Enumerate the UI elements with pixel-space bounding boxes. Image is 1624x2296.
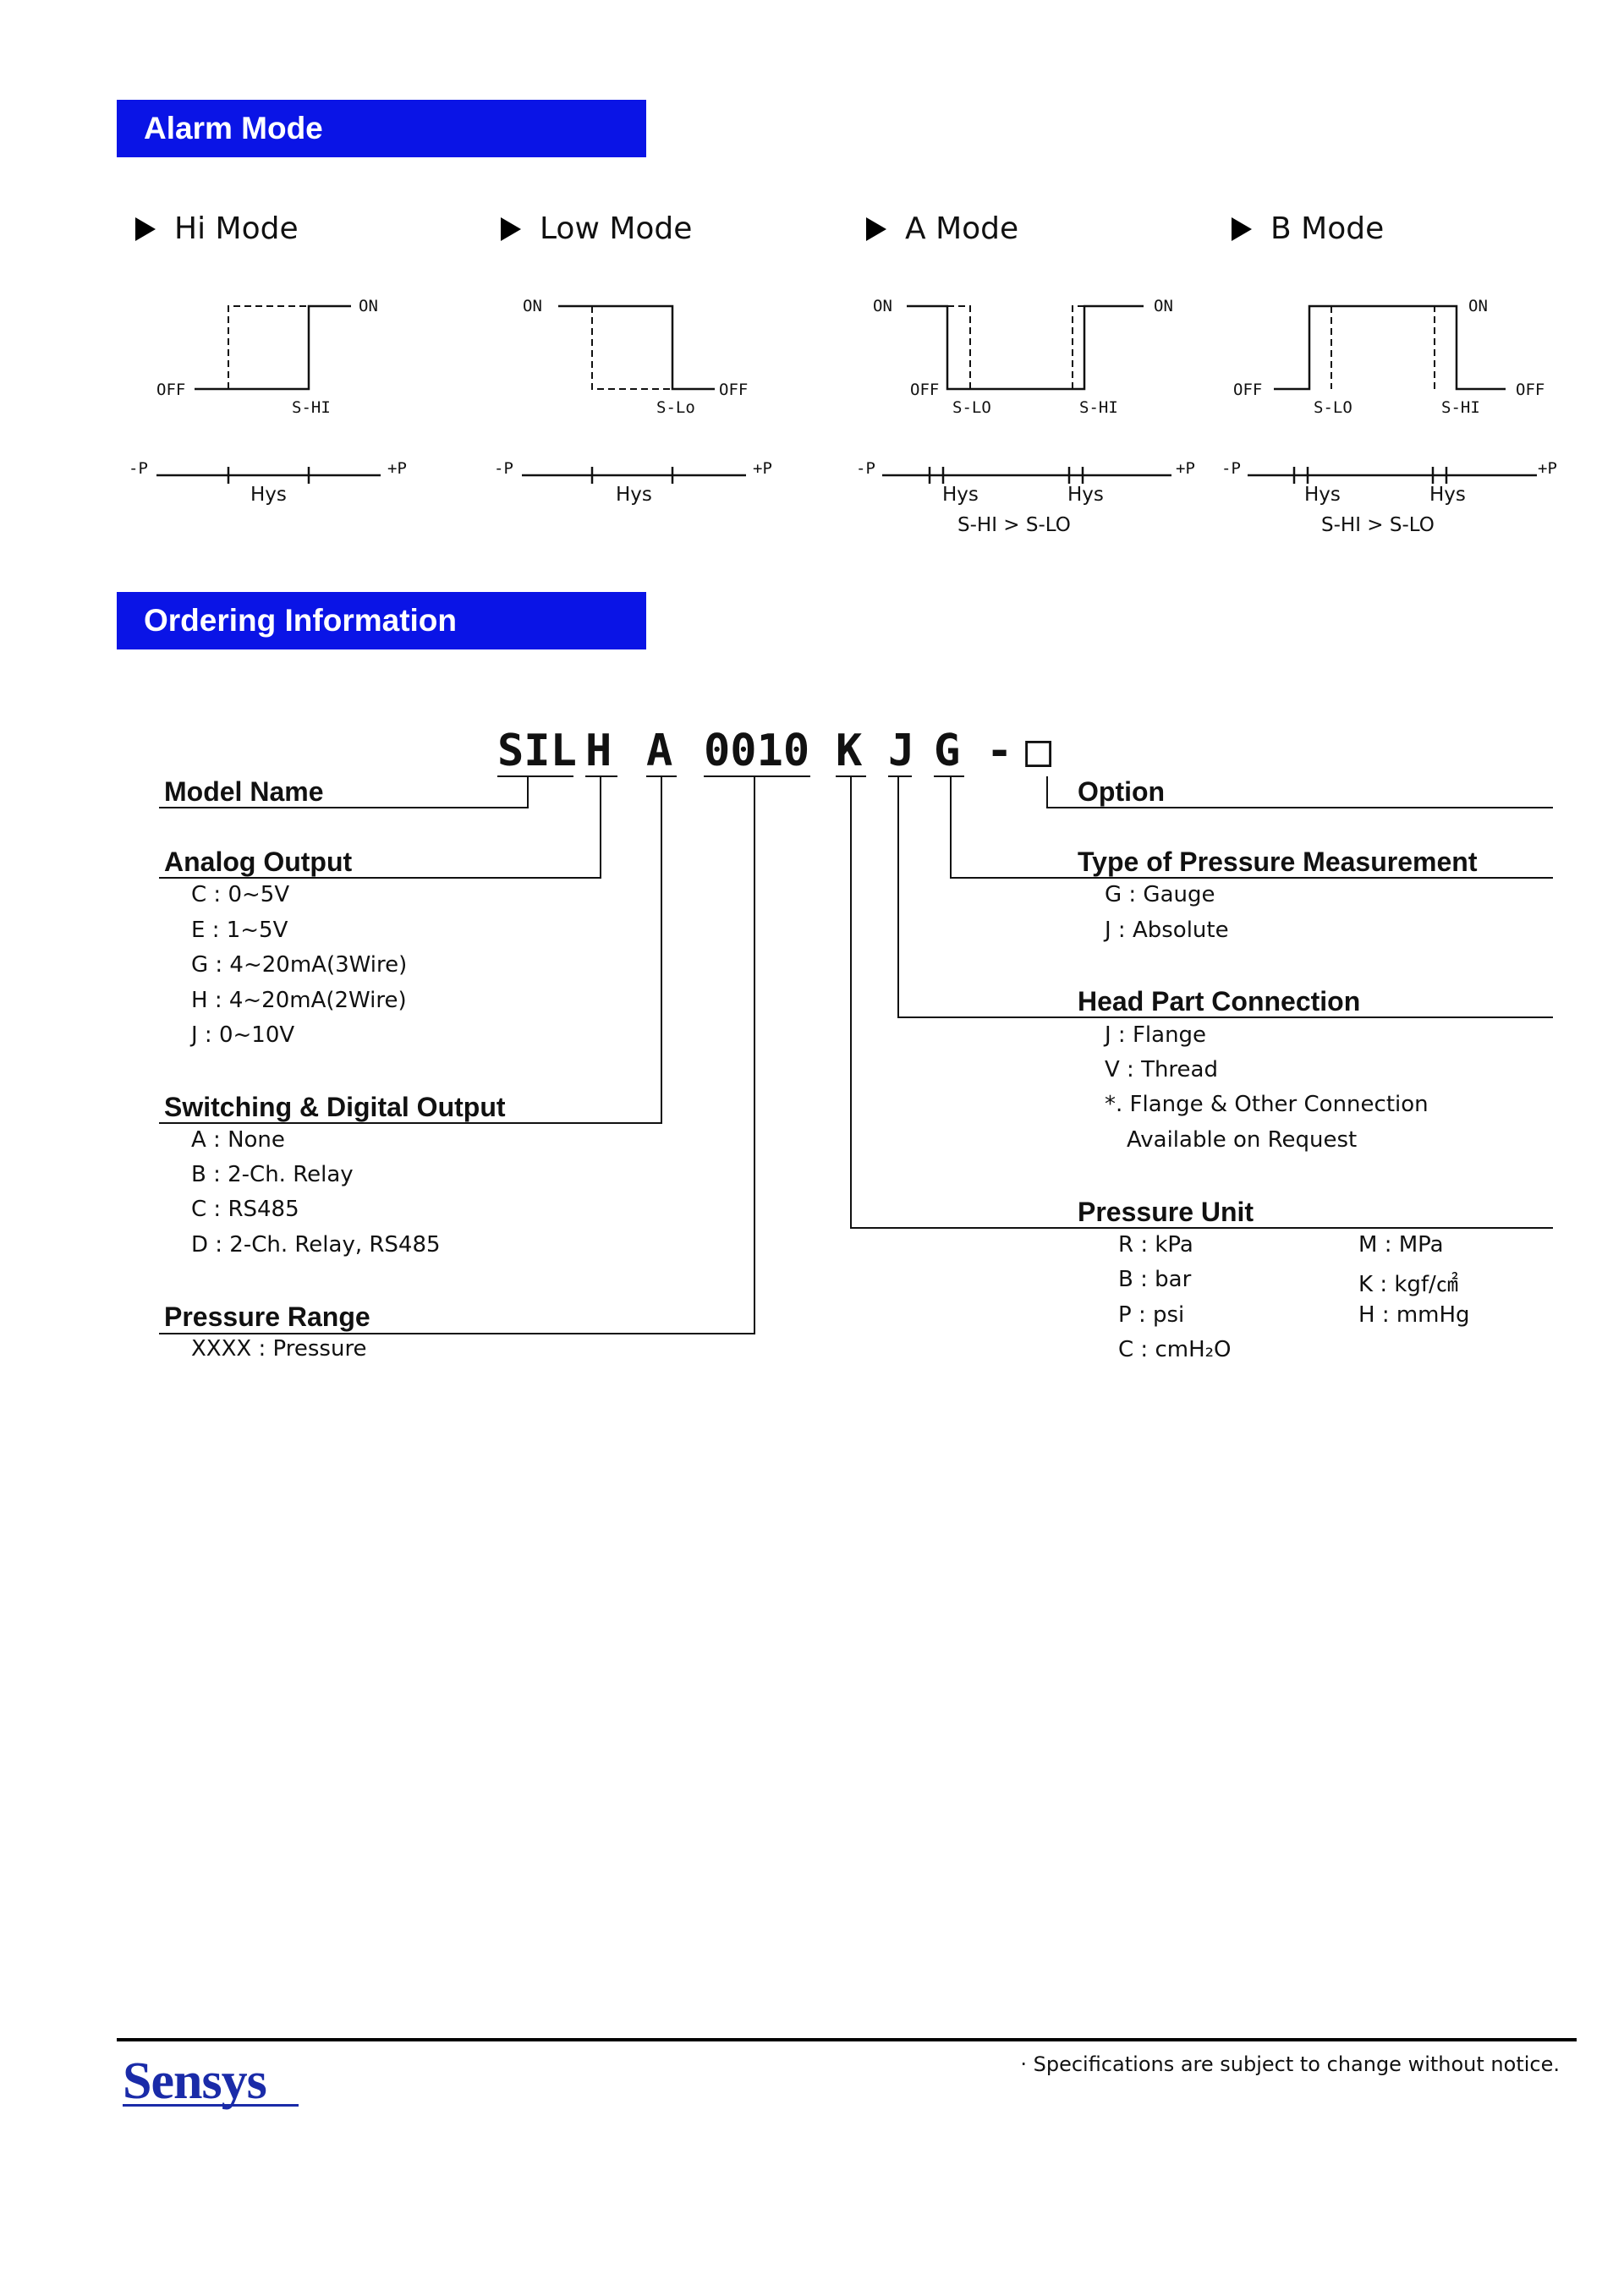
code-head: J xyxy=(888,726,915,776)
head-item: V : Thread xyxy=(1105,1057,1218,1082)
b-slo-label: S-LO xyxy=(1314,398,1352,417)
analog-output-title: Analog Output xyxy=(164,847,353,877)
footer-notice: · Specifications are subject to change w… xyxy=(1020,2052,1560,2076)
pressure-range-item: XXXX : Pressure xyxy=(191,1336,367,1362)
a-slo-label: S-LO xyxy=(952,398,991,417)
code-unit: K xyxy=(836,726,863,776)
switching-output-title: Switching & Digital Output xyxy=(164,1092,506,1122)
a-on2-label: ON xyxy=(1154,297,1173,315)
b-off-label: OFF xyxy=(1233,381,1262,399)
hi-mode-diagram xyxy=(156,304,381,484)
hi-mode-title: Hi Mode xyxy=(135,211,299,246)
head-item: *. Flange & Other Connection xyxy=(1105,1092,1429,1117)
head-item: Available on Request xyxy=(1127,1127,1358,1153)
code-dash: - xyxy=(986,726,1013,776)
model-name-title: Model Name xyxy=(164,776,324,807)
unit-item: P : psi xyxy=(1118,1302,1185,1328)
unit-item: M : MPa xyxy=(1358,1232,1444,1258)
hi-setpoint-label: S-HI xyxy=(292,398,331,417)
analog-item: E : 1~5V xyxy=(191,918,288,943)
type-measurement-title: Type of Pressure Measurement xyxy=(1078,847,1478,877)
analog-item: G : 4~20mA(3Wire) xyxy=(191,952,408,978)
switching-item: A : None xyxy=(191,1127,285,1153)
type-item: J : Absolute xyxy=(1105,918,1229,943)
low-plus-p: +P xyxy=(753,459,772,478)
hi-off-label: OFF xyxy=(156,381,185,399)
a-mode-title: A Mode xyxy=(866,211,1018,246)
b-on-label: ON xyxy=(1468,297,1488,315)
unit-item: K : kgf/㎠ xyxy=(1358,1272,1458,1297)
code-range: 0010 xyxy=(704,726,810,776)
b-hys2-label: Hys xyxy=(1429,484,1466,506)
a-hys2-label: Hys xyxy=(1067,484,1104,506)
hi-minus-p: -P xyxy=(129,459,148,478)
hi-plus-p: +P xyxy=(387,459,407,478)
low-setpoint-label: S-Lo xyxy=(656,398,695,417)
alarm-mode-banner: Alarm Mode xyxy=(117,100,646,157)
a-off-label: OFF xyxy=(910,381,939,399)
logo-underline xyxy=(123,2104,299,2107)
unit-item: B : bar xyxy=(1118,1267,1192,1292)
triangle-icon xyxy=(1232,216,1252,241)
hi-hys-label: Hys xyxy=(250,484,287,506)
switching-item: D : 2-Ch. Relay, RS485 xyxy=(191,1232,441,1258)
b-mode-title: B Mode xyxy=(1232,211,1384,246)
head-item: J : Flange xyxy=(1105,1022,1207,1048)
low-mode-title: Low Mode xyxy=(501,211,692,246)
triangle-icon xyxy=(135,216,156,241)
analog-item: H : 4~20mA(2Wire) xyxy=(191,988,407,1013)
b-plus-p: +P xyxy=(1538,459,1557,478)
a-plus-p: +P xyxy=(1176,459,1195,478)
a-hys1-label: Hys xyxy=(942,484,979,506)
a-minus-p: -P xyxy=(856,459,875,478)
a-shi-label: S-HI xyxy=(1079,398,1118,417)
unit-item: H : mmHg xyxy=(1358,1302,1470,1328)
b-minus-p: -P xyxy=(1221,459,1241,478)
low-hys-label: Hys xyxy=(616,484,652,506)
triangle-icon xyxy=(866,216,886,241)
analog-item: J : 0~10V xyxy=(191,1022,295,1048)
code-switch: A xyxy=(646,726,673,776)
pressure-range-title: Pressure Range xyxy=(164,1301,370,1332)
triangle-icon xyxy=(501,216,521,241)
b-off2-label: OFF xyxy=(1516,381,1544,399)
pressure-unit-title: Pressure Unit xyxy=(1078,1197,1254,1227)
switching-item: C : RS485 xyxy=(191,1197,299,1222)
analog-item: C : 0~5V xyxy=(191,882,290,907)
option-title: Option xyxy=(1078,776,1166,807)
code-analog: H xyxy=(585,726,612,776)
hi-on-label: ON xyxy=(359,297,378,315)
sensys-logo: Sensys xyxy=(123,2052,267,2110)
b-hys1-label: Hys xyxy=(1304,484,1341,506)
low-on-label: ON xyxy=(523,297,542,315)
unit-item: R : kPa xyxy=(1118,1232,1193,1258)
code-type: G xyxy=(934,726,961,776)
low-mode-diagram xyxy=(522,304,746,484)
alarm-mode-diagrams: ON OFF S-HI -P +P Hys ON OFF S-Lo -P +P … xyxy=(129,297,1557,536)
type-item: G : Gauge xyxy=(1105,882,1215,907)
low-off-label: OFF xyxy=(719,381,748,399)
code-option-box: □ xyxy=(1025,726,1052,776)
b-shi-label: S-HI xyxy=(1441,398,1480,417)
low-minus-p: -P xyxy=(494,459,513,478)
head-connection-title: Head Part Connection xyxy=(1078,986,1361,1016)
a-mode-diagram xyxy=(882,304,1171,484)
footer-rule xyxy=(117,2038,1577,2041)
b-mode-diagram xyxy=(1248,304,1537,484)
a-on-label: ON xyxy=(873,297,892,315)
unit-item: C : cmH₂O xyxy=(1118,1337,1232,1362)
ordering-information-banner: Ordering Information xyxy=(117,592,646,649)
switching-item: B : 2-Ch. Relay xyxy=(191,1162,354,1187)
a-condition: S-HI > S-LO xyxy=(957,514,1071,536)
b-condition: S-HI > S-LO xyxy=(1321,514,1435,536)
code-model: SIL xyxy=(497,726,577,776)
